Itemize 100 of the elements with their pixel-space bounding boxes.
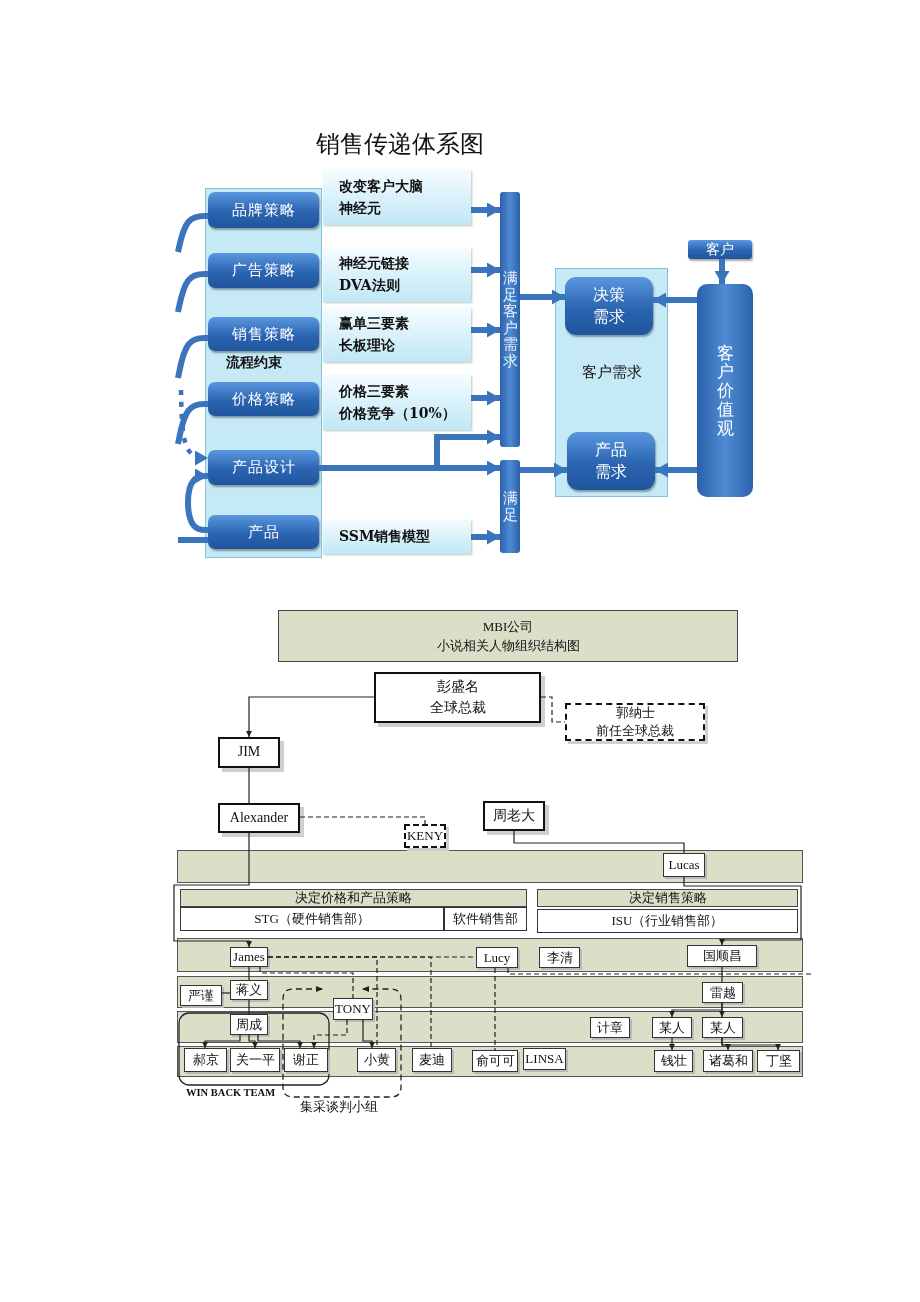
box-label: ISU（行业销售部） bbox=[611, 912, 724, 930]
box-label: 全球总裁 bbox=[429, 698, 486, 717]
box-label: 价格竞争（10%） bbox=[339, 403, 456, 423]
box-label: 计章 bbox=[597, 1018, 623, 1037]
name-box bbox=[654, 1050, 693, 1072]
box-label: 郭纳士 bbox=[615, 703, 655, 722]
text-card bbox=[323, 170, 471, 225]
box-label: 国顺昌 bbox=[702, 947, 742, 965]
arrow bbox=[683, 876, 802, 946]
box-label: Lucas bbox=[668, 857, 700, 873]
box-label: 李清 bbox=[546, 948, 573, 967]
vertical-label: 满足 bbox=[502, 490, 518, 523]
dashed-arrow bbox=[178, 389, 208, 466]
box-label: 品牌策略 bbox=[231, 200, 296, 220]
name-box bbox=[230, 980, 268, 1000]
group-label: WIN BACK TEAM bbox=[186, 1086, 276, 1099]
box-label: 彭盛名 bbox=[436, 678, 479, 697]
name-box bbox=[590, 1017, 630, 1038]
connector-line bbox=[721, 966, 723, 983]
arrow bbox=[471, 322, 500, 338]
name-box bbox=[703, 1050, 753, 1072]
box-label: SSM销售模型 bbox=[339, 527, 431, 547]
arrow bbox=[362, 1019, 375, 1049]
box-label: 赢单三要素 bbox=[339, 314, 409, 334]
arrow bbox=[173, 832, 252, 948]
connector-line bbox=[248, 767, 250, 804]
box-label: MBI公司 bbox=[482, 617, 534, 636]
name-box bbox=[476, 947, 518, 968]
dashed-arrow bbox=[311, 1019, 348, 1049]
vertical-label: 客户价值观 bbox=[716, 343, 734, 438]
dashed-box bbox=[565, 703, 705, 741]
name-box bbox=[230, 1048, 280, 1072]
connector-line bbox=[178, 537, 208, 543]
name-box bbox=[757, 1050, 800, 1072]
box-label: James bbox=[233, 949, 265, 965]
box-label: 决策需求 bbox=[593, 284, 625, 328]
arrow bbox=[471, 390, 500, 406]
box-label: 雷越 bbox=[709, 983, 736, 1002]
name-box bbox=[184, 1048, 227, 1072]
box-label: 长板理论 bbox=[339, 336, 395, 355]
box-label: 价格三要素 bbox=[339, 381, 409, 401]
box-label: 谢正 bbox=[293, 1051, 319, 1069]
box-label: 蒋义 bbox=[236, 981, 262, 999]
name-box bbox=[230, 1014, 268, 1035]
box-label: 前任全球总裁 bbox=[596, 722, 674, 740]
rounded-box bbox=[567, 432, 655, 490]
connector-line bbox=[513, 830, 685, 854]
department-box bbox=[180, 907, 444, 931]
arrow bbox=[520, 289, 565, 305]
arrow bbox=[721, 1037, 781, 1051]
box-label: 周老大 bbox=[493, 806, 535, 825]
box-label: 俞可可 bbox=[475, 1052, 515, 1070]
name-box bbox=[663, 853, 705, 877]
box-label: 小黄 bbox=[363, 1051, 390, 1069]
name-box bbox=[687, 945, 757, 967]
rounded-box bbox=[208, 450, 319, 485]
rounded-box bbox=[208, 515, 319, 549]
box-label: 周成 bbox=[236, 1015, 262, 1034]
title-box bbox=[278, 610, 738, 662]
rounded-box bbox=[565, 277, 653, 335]
vertical-bar bbox=[500, 192, 520, 447]
box-label: 销售策略 bbox=[231, 324, 296, 344]
arrow bbox=[185, 468, 209, 533]
box-label: 某人 bbox=[709, 1018, 736, 1037]
box-label: STG（硬件销售部） bbox=[254, 910, 370, 928]
department-box bbox=[444, 907, 527, 931]
arrow bbox=[471, 202, 500, 218]
box-label: 小说相关人物组织结构图 bbox=[436, 637, 580, 655]
arrow bbox=[471, 262, 500, 278]
box-label: 严谨 bbox=[188, 986, 214, 1005]
box-label: 诸葛和 bbox=[708, 1052, 748, 1070]
box-label: 郝京 bbox=[192, 1051, 219, 1069]
group-label: 客户需求 bbox=[580, 363, 643, 382]
arrow bbox=[246, 696, 375, 738]
diagram-title: 销售传递体系图 bbox=[315, 129, 485, 160]
name-box bbox=[284, 1048, 328, 1072]
dashed-connector-line bbox=[540, 696, 566, 723]
connector-line bbox=[248, 999, 250, 1015]
box-label: 麦迪 bbox=[419, 1051, 445, 1069]
box-label: LINSA bbox=[525, 1051, 564, 1067]
name-box bbox=[357, 1048, 396, 1072]
header-bar bbox=[180, 889, 527, 907]
name-box bbox=[180, 985, 222, 1006]
box-label: TONY bbox=[335, 1001, 371, 1017]
box-label: Alexander bbox=[229, 808, 289, 827]
group-label: 流程约束 bbox=[226, 354, 282, 372]
arrow bbox=[520, 462, 567, 478]
box-label: Lucy bbox=[483, 949, 511, 966]
text-card bbox=[323, 520, 471, 554]
vertical-bar bbox=[500, 460, 520, 553]
box-label: 客户 bbox=[706, 240, 734, 259]
arrow bbox=[714, 259, 730, 284]
dashed-connector-line bbox=[494, 967, 496, 1051]
dashed-connector-line bbox=[299, 816, 426, 825]
name-box bbox=[412, 1048, 452, 1072]
box-label: 软件销售部 bbox=[453, 910, 518, 928]
box-label: 价格策略 bbox=[231, 389, 296, 409]
text-card bbox=[323, 308, 471, 362]
department-box bbox=[537, 909, 798, 933]
box-label: 某人 bbox=[659, 1018, 685, 1037]
